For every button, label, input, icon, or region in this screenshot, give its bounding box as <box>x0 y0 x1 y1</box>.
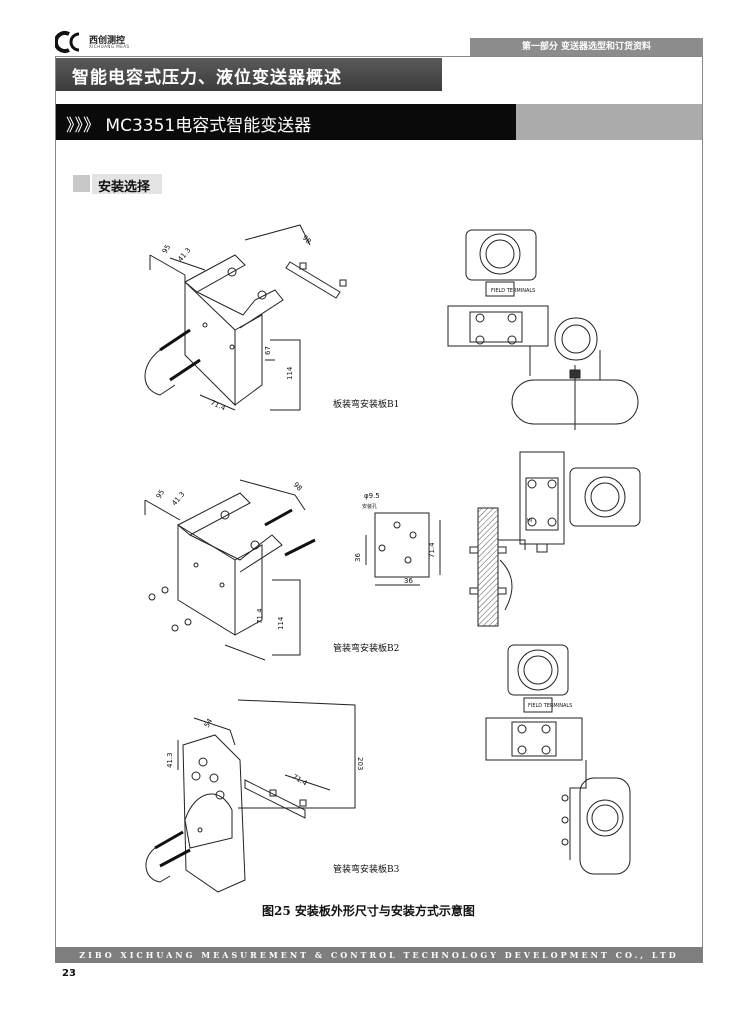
b2-hole-dim-36b: 36 <box>404 577 413 585</box>
page-number: 23 <box>62 968 76 979</box>
bracket-b3-drawing <box>145 699 356 893</box>
section-title-bg <box>92 174 162 194</box>
figure-caption: 图25 安装板外形尺寸与安装方式示意图 <box>262 904 475 918</box>
section-marker <box>73 175 90 192</box>
b2-dim-114: 114 <box>277 616 285 630</box>
brand-name: 西创测控 <box>89 36 126 46</box>
b1-dim-41-3: 41.3 <box>176 246 192 263</box>
field-terminals-label-2: FIELD TERMINALS <box>528 703 572 709</box>
b1-dim-71-4: 71.4 <box>209 399 227 413</box>
part-label: 第一部分 变送器选型和订货资料 <box>470 38 703 56</box>
b2-hole-diameter: φ9.5 <box>364 492 380 500</box>
frame-line <box>702 56 703 962</box>
overview-title-bar <box>56 58 442 91</box>
hi-label: HI <box>527 518 532 524</box>
section-title: 安装选择 <box>98 180 151 195</box>
caption-b2: 管装弯安装板B2 <box>333 644 400 654</box>
b2-hole-sub: 安装孔 <box>362 503 377 510</box>
caption-b3: 管装弯安装板B3 <box>333 865 400 875</box>
frame-line <box>55 56 703 57</box>
caption-b1: 板装弯安装板B1 <box>333 400 400 410</box>
bracket-b2-drawing <box>144 479 316 661</box>
b1-dim-114: 114 <box>286 366 294 380</box>
brand-sub: XICHUANG MEAS <box>89 44 130 49</box>
b2-hole-dim-71-4: 71.4 <box>428 542 436 558</box>
field-terminals-label-1: FIELD TERMINALS <box>491 288 535 294</box>
b2-dim-95: 95 <box>155 488 166 500</box>
transmitter-b2-assembly <box>469 451 641 627</box>
frame-line <box>55 56 56 962</box>
b2-hole-pattern <box>365 512 441 586</box>
b1-dim-98: 98 <box>301 234 313 246</box>
b3-dim-71-4: 71.4 <box>291 773 309 788</box>
footer-company: ZIBO XICHUANG MEASUREMENT & CONTROL TECH… <box>55 947 703 963</box>
transmitter-b3-assembly <box>485 644 631 875</box>
logo-mark-icon <box>55 31 80 53</box>
b2-dim-71-4: 71.4 <box>256 608 264 624</box>
b2-hole-dim-36a: 36 <box>354 553 362 562</box>
b2-dim-41-3: 41.3 <box>170 490 186 507</box>
transmitter-b1-assembly <box>447 229 639 430</box>
b1-dim-67: 67 <box>264 346 272 355</box>
b3-dim-203: 203 <box>356 757 364 770</box>
company-logo: 西创测控 XICHUANG MEAS <box>55 30 135 58</box>
b3-dim-54: 54 <box>203 717 215 729</box>
model-title-bar-extension <box>516 104 702 140</box>
b2-dim-98: 98 <box>292 481 304 493</box>
overview-title: 智能电容式压力、液位变送器概述 <box>72 68 342 88</box>
b1-dim-95: 95 <box>161 243 172 255</box>
model-title: 》》》 MC3351电容式智能变送器 <box>66 116 312 136</box>
bracket-b1-drawing <box>144 224 347 411</box>
model-title-bar <box>56 104 516 140</box>
b3-dim-41-3: 41.3 <box>166 752 174 768</box>
